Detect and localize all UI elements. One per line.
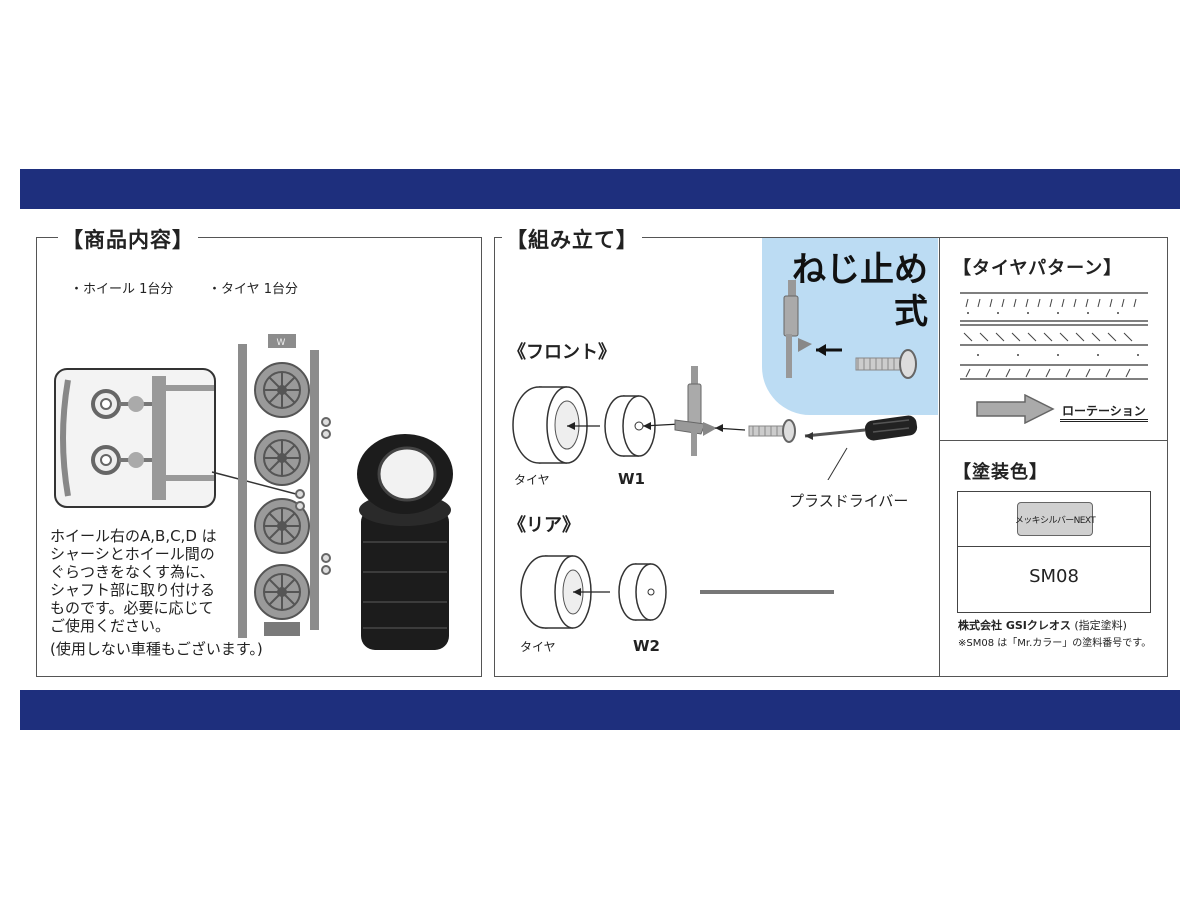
spacer-rings-icon: [295, 417, 331, 575]
tread-pattern-image: [960, 292, 1148, 380]
zoom-inset: [54, 368, 216, 508]
rear-tire-label: タイヤ: [520, 640, 556, 654]
screwdriver-icon: [804, 415, 918, 441]
paint-code: SM08: [1029, 566, 1079, 587]
screw-icon: [748, 419, 796, 443]
screw-badge-diagram: [783, 280, 917, 379]
paint-maker-name: 株式会社 GSIクレオス: [958, 619, 1071, 632]
rear-shaft-icon: [700, 590, 834, 594]
paint-table-divider: [958, 546, 1150, 547]
inset-pointer-line: [211, 471, 297, 495]
spacer-note-line-5: ものです。必要に応じて: [50, 599, 214, 617]
badge-screw-icon: [855, 349, 917, 379]
paint-color-name: メッキシルバーNEXT: [1014, 515, 1096, 526]
paint-footnote: ※SM08 は「Mr.カラー」の塗料番号です。: [958, 638, 1152, 649]
paint-heading: 【塗装色】: [949, 458, 1052, 484]
spacer-ring-zoom-b-icon: [91, 445, 152, 475]
axle-knuckle-icon: [674, 366, 717, 456]
paint-color-chip: メッキシルバーNEXT: [1014, 502, 1096, 536]
paint-maker: 株式会社 GSIクレオス (指定塗料): [958, 617, 1127, 633]
w1-label: W1: [618, 470, 645, 488]
spacer-note-line-2: シャーシとホイール間の: [50, 545, 215, 563]
contents-item-tire: ・タイヤ 1台分: [208, 282, 299, 297]
contents-heading: 【商品内容】: [58, 224, 198, 254]
spacer-note-line-4: シャフト部に取り付ける: [50, 581, 216, 599]
sprue-wheel-3-icon: [254, 498, 310, 554]
sprue-wheel-1-icon: [254, 362, 310, 418]
rear-assembly-diagram: [520, 555, 834, 629]
paint-maker-note: (指定塗料): [1074, 619, 1127, 632]
bottom-banner: [20, 690, 1180, 730]
front-wheel-w1-icon: [604, 395, 656, 457]
tire-pattern-heading: 【タイヤパターン】: [949, 254, 1127, 280]
paint-table: メッキシルバーNEXT SM08: [957, 491, 1151, 613]
rear-wheel-w2-icon: [618, 563, 667, 621]
sprue-wheel-2-icon: [254, 430, 310, 486]
screw-fixed-badge: ねじ止め 式: [762, 238, 938, 415]
spacer-note-line-6: ご使用ください。: [50, 617, 171, 635]
svg-text:W: W: [277, 338, 286, 348]
front-tire-icon: [512, 386, 588, 464]
rotation-arrow-icon: [976, 394, 1055, 424]
screwdriver-label: プラスドライバー: [789, 492, 909, 510]
wheel-sprue-image: W: [238, 334, 331, 638]
front-label: 《フロント》: [508, 342, 616, 363]
rotation-label: ローテーション: [1060, 402, 1148, 422]
contents-item-wheel: ・ホイール 1台分: [70, 282, 174, 297]
spacer-ring-zoom-a-icon: [91, 389, 152, 419]
assembly-heading: 【組み立て】: [502, 224, 642, 254]
spacer-note-line-7: (使用しない車種もございます。): [50, 640, 263, 658]
rear-label: 《リア》: [508, 515, 580, 536]
w2-label: W2: [633, 637, 660, 655]
spacer-note-line-3: ぐらつきをなくす為に、: [50, 563, 215, 581]
badge-title-line-1: ねじ止め: [792, 250, 928, 290]
tires-stack-image: [357, 434, 453, 650]
front-assembly-diagram: [512, 366, 918, 480]
front-tire-label: タイヤ: [514, 473, 550, 487]
sprue-wheel-4-icon: [254, 564, 310, 620]
spacer-note-line-1: ホイール右のA,B,C,D は: [50, 527, 217, 545]
badge-title-line-2: 式: [894, 292, 928, 332]
top-banner: [20, 169, 1180, 209]
